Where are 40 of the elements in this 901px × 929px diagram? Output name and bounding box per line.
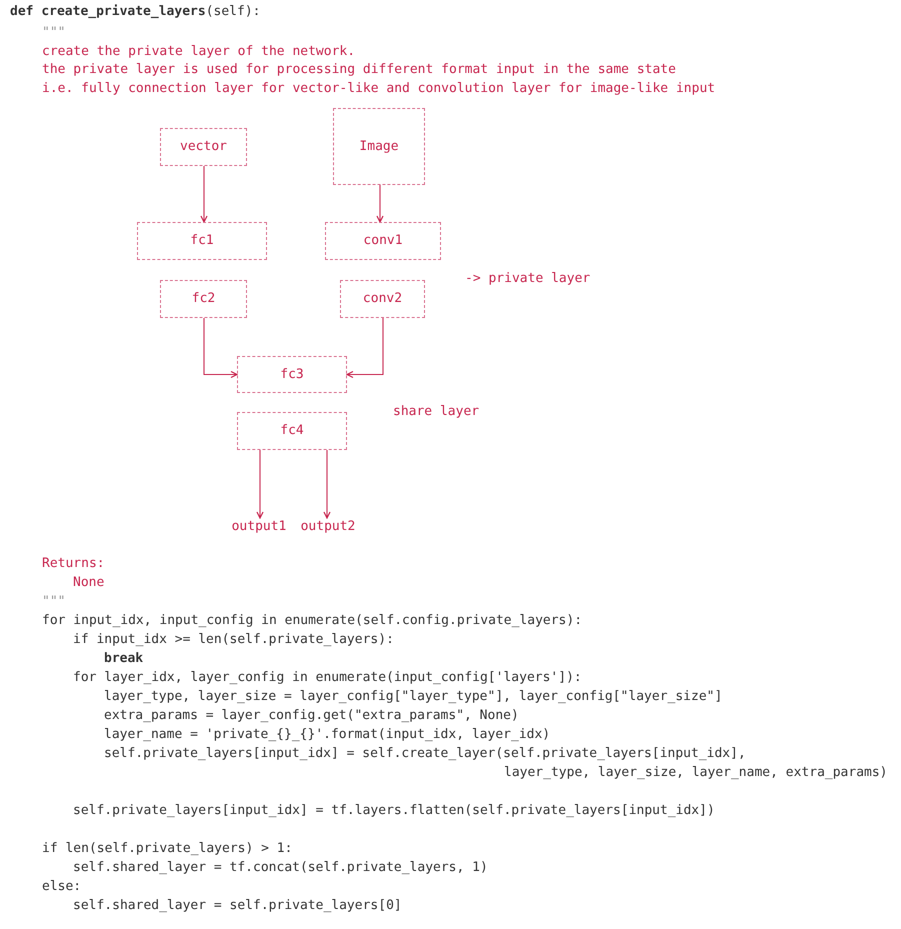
layer-box: conv1 (325, 222, 441, 260)
layer-box: fc2 (160, 280, 247, 318)
layer-box: fc4 (237, 412, 347, 450)
code-line: create the private layer of the network. (42, 43, 356, 61)
layer-box: fc1 (137, 222, 267, 260)
arrow (376, 184, 384, 223)
code-line: the private layer is used for processing different format input in the same state (42, 61, 676, 79)
layer-box: conv2 (340, 280, 425, 318)
code-line: share layer (393, 403, 480, 421)
code-line: layer_type, layer_size, layer_name, extra_params) (504, 764, 888, 782)
code-line: self.private_layers[input_idx] = self.create_layer(self.private_layers[input_idx], (104, 745, 746, 763)
layer-box: fc3 (237, 356, 347, 393)
code-line: def create_private_layers(self): (10, 3, 260, 21)
code-line: self.shared_layer = self.private_layers[0] (73, 897, 402, 915)
code-line: if input_idx >= len(self.private_layers): (73, 631, 394, 649)
code-line: for input_idx, input_config in enumerate(self.config.private_layers): (42, 612, 582, 630)
code-line: """ (42, 593, 66, 611)
code-line: layer_name = 'private_{}_{}'.format(input_idx, layer_idx) (104, 726, 550, 744)
output-label: output1 (228, 518, 290, 536)
code-line: self.shared_layer = tf.concat(self.private_layers, 1) (73, 859, 488, 877)
arrow (204, 318, 238, 378)
layer-box: vector (160, 128, 247, 166)
arrow (200, 166, 208, 223)
output-label: output2 (298, 518, 358, 536)
arrow (323, 450, 331, 519)
code-line: extra_params = layer_config.get("extra_params", None) (104, 707, 519, 725)
code-line: """ (42, 24, 66, 42)
arrow (256, 450, 264, 519)
arrow (346, 318, 384, 378)
code-line: if len(self.private_layers) > 1: (42, 840, 292, 858)
code-line: for layer_idx, layer_config in enumerate(input_config['layers']): (73, 669, 582, 687)
code-line: self.private_layers[input_idx] = tf.layers.flatten(self.private_layers[input_idx]) (73, 802, 715, 820)
code-line: Returns: (42, 555, 105, 573)
code-line: layer_type, layer_size = layer_config["layer_type"], layer_config["layer_size"] (104, 688, 722, 706)
code-line: i.e. fully connection layer for vector-like and convolution layer for image-like input (42, 80, 716, 98)
code-line: else: (42, 878, 82, 896)
layer-box: Image (333, 108, 425, 185)
code-line: break (104, 650, 144, 668)
code-line: -> private layer (465, 270, 590, 288)
code-line: None (73, 574, 104, 592)
